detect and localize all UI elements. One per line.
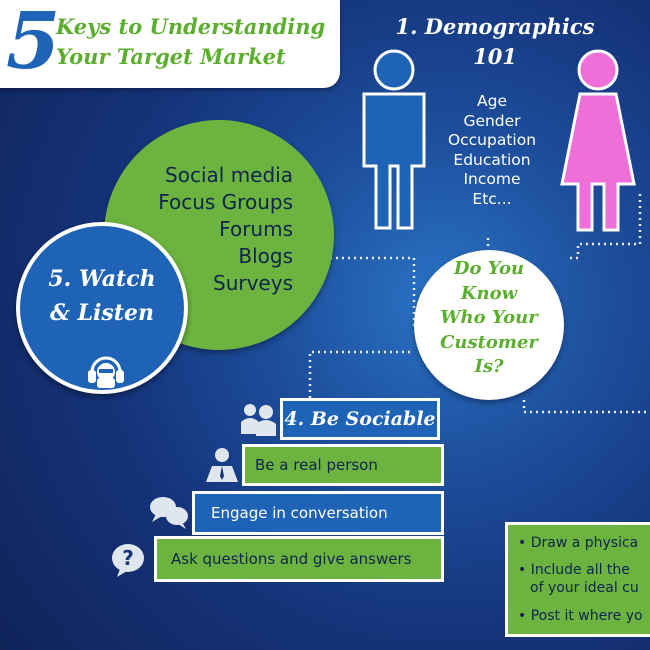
step-label: Engage in conversation (211, 504, 388, 522)
chat-bubbles-icon (150, 497, 188, 529)
question-line: Customer (440, 331, 538, 353)
people-icon (241, 404, 276, 436)
watch-line-1: 5. Watch (48, 266, 156, 292)
channel-item: Surveys (213, 271, 293, 295)
tip-item: • Include all the (518, 562, 630, 578)
demographics-heading-line-2: 101 (473, 44, 517, 69)
step-real-person: Be a real person (242, 444, 444, 486)
question-line: Is? (474, 356, 504, 377)
demographic-item: Etc... (472, 189, 512, 208)
question-circle (414, 250, 564, 400)
step-ask-questions: Ask questions and give answers (154, 536, 444, 582)
female-figure-icon (560, 49, 636, 232)
social-channels-list: Social media Focus Groups Forums Blogs S… (138, 162, 293, 297)
tip-item: of your ideal cu (530, 580, 639, 596)
demographic-item: Occupation (447, 131, 537, 149)
step-engage-conversation: Engage in conversation (192, 491, 444, 535)
persona-tips-box: • Draw a physica • Include all the of yo… (505, 522, 650, 637)
demographics-heading-line-1: 1. Demographics (395, 14, 595, 39)
person-icon (206, 448, 238, 482)
title-line-2: Your Target Market (56, 44, 286, 69)
tip-item: • Draw a physica (518, 535, 639, 551)
title-line-1: Keys to Understanding (56, 14, 326, 39)
demographic-item: Income (463, 170, 521, 188)
step-label: Be a real person (255, 456, 378, 474)
title-text: Keys to Understanding Your Target Market (56, 12, 336, 72)
step-label: Ask questions and give answers (171, 550, 412, 568)
title-banner: 5 Keys to Understanding Your Target Mark… (0, 0, 340, 88)
demographic-item: Education (453, 150, 531, 169)
watch-listen-title: 5. Watch & Listen (28, 262, 176, 330)
be-sociable-heading: 4. Be Sociable (280, 398, 440, 440)
svg-text:?: ? (122, 546, 134, 570)
headphones-icon (88, 356, 124, 388)
tip-item: • Post it where yo (518, 608, 643, 624)
channel-item: Forums (219, 217, 293, 241)
demographics-heading: 1. Demographics 101 (395, 12, 595, 72)
demographic-item: Age (477, 92, 507, 110)
be-sociable-label: 4. Be Sociable (284, 408, 436, 430)
question-text: Do You Know Who Your Customer Is? (414, 257, 564, 380)
demographic-item: Gender (463, 111, 521, 130)
question-mark-icon: ? (112, 544, 144, 577)
question-line: Know (460, 282, 518, 304)
title-number: 5 (6, 0, 61, 87)
question-line: Who Your (440, 307, 538, 328)
demographics-list: Age Gender Occupation Education Income E… (432, 92, 552, 209)
channel-item: Social media (165, 163, 293, 187)
channel-item: Focus Groups (158, 190, 293, 214)
watch-line-2: & Listen (50, 300, 154, 326)
male-figure-icon (362, 49, 426, 230)
question-line: Do You (453, 258, 525, 279)
channel-item: Blogs (238, 244, 293, 268)
